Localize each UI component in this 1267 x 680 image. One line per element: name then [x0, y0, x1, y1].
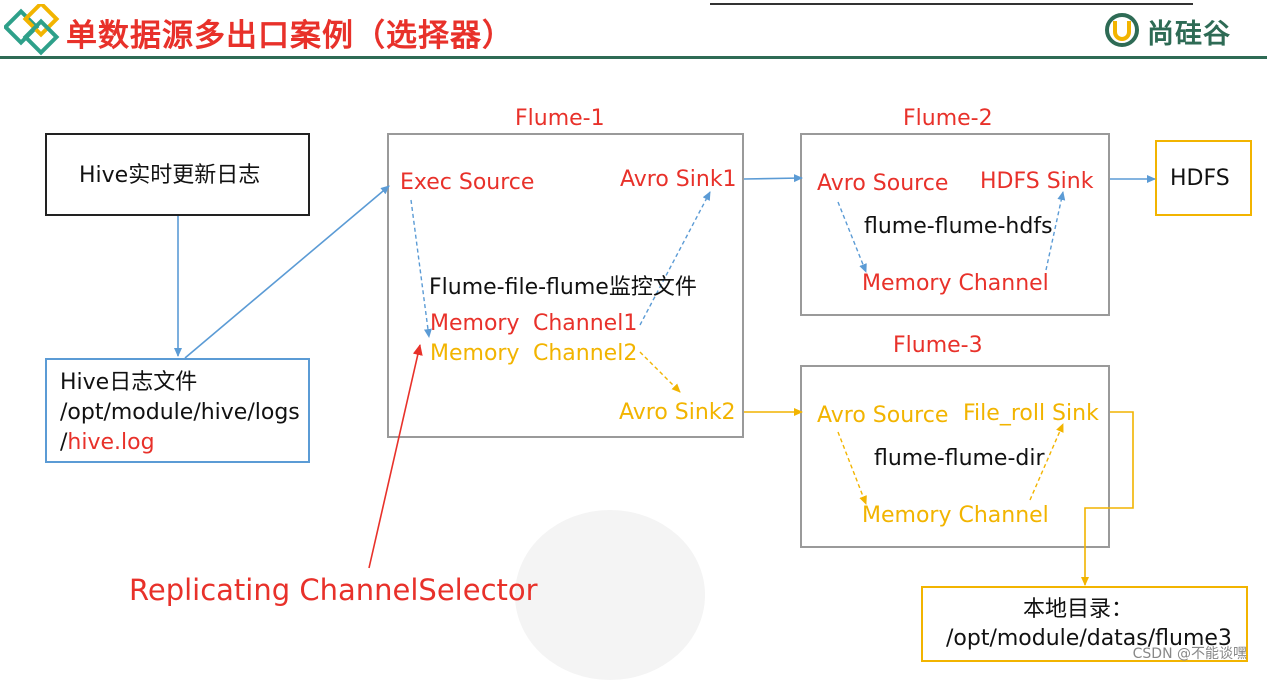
hive-realtime-box	[45, 133, 310, 216]
hive-logfile-file: /hive.log	[60, 432, 155, 454]
flume3-box	[800, 365, 1110, 548]
hive-log-filename: hive.log	[67, 430, 155, 455]
arrow-annotation-to-channels	[368, 344, 423, 569]
flume2-name: Flume-2	[903, 106, 993, 131]
arrow-flume3-to-local-dir	[1081, 411, 1134, 586]
hive-logfile-box	[45, 358, 310, 463]
diamond-logo-icon	[4, 4, 60, 56]
flume2-memory-channel: Memory Channel	[862, 271, 1049, 296]
page-title: 单数据源多出口案例（选择器）	[66, 18, 514, 54]
flume1-avro-sink1: Avro Sink1	[620, 167, 737, 192]
brand-logo-icon	[1105, 13, 1139, 47]
flume2-description: flume-flume-hdfs	[864, 214, 1053, 239]
flume1-name: Flume-1	[515, 106, 605, 131]
flume1-channel2-name: Channel2	[533, 341, 638, 366]
flume1-box	[387, 133, 744, 438]
hdfs-label: HDFS	[1170, 166, 1230, 191]
flume2-box	[800, 133, 1110, 316]
flume2-hdfs-sink: HDFS Sink	[980, 169, 1094, 194]
top-divider	[710, 3, 1193, 5]
header-divider	[0, 56, 1267, 59]
flume1-exec-source: Exec Source	[400, 170, 535, 195]
flume3-memory-channel: Memory Channel	[862, 503, 1049, 528]
arrow-exec-to-channel1	[410, 199, 432, 338]
flume1-channel1-name: Channel1	[533, 311, 638, 336]
flume1-channel1-memory: Memory	[430, 311, 520, 336]
csdn-watermark: CSDN @不能谈嘿	[1132, 646, 1247, 662]
background-watermark-shape	[515, 510, 705, 680]
local-dir-title: 本地目录：	[1023, 597, 1134, 622]
arrow-logfile-to-exec-source	[184, 185, 390, 359]
hive-logfile-slash: /	[60, 430, 68, 455]
hive-logfile-title: Hive日志文件	[60, 370, 198, 395]
flume3-description: flume-flume-dir	[874, 446, 1045, 471]
arrow-flume2-channel-to-sink	[1045, 191, 1066, 271]
arrow-channel1-to-avro-sink1	[639, 191, 711, 326]
arrow-flume3-source-to-channel	[837, 431, 867, 505]
replicating-selector-annotation: Replicating ChannelSelector	[129, 573, 538, 607]
flume3-name: Flume-3	[893, 333, 983, 358]
hive-logfile-path: /opt/module/hive/logs	[60, 400, 300, 425]
hdfs-box	[1155, 140, 1252, 216]
arrow-avro-sink1-to-flume2	[743, 174, 803, 183]
flume3-avro-source: Avro Source	[817, 403, 949, 428]
flume2-avro-source: Avro Source	[817, 171, 949, 196]
flume1-description: Flume-file-flume监控文件	[429, 275, 697, 300]
arrow-channel2-to-avro-sink2	[639, 351, 681, 393]
arrow-flume2-source-to-channel	[837, 201, 867, 273]
flume3-file-roll-sink: File_roll Sink	[963, 401, 1099, 426]
flume1-avro-sink2: Avro Sink2	[619, 400, 736, 425]
hive-realtime-label: Hive实时更新日志	[79, 163, 261, 188]
local-dir-box	[921, 586, 1248, 662]
brand-logo-text: 尚硅谷	[1147, 19, 1231, 50]
local-dir-path: /opt/module/datas/flume3	[946, 626, 1232, 651]
flume1-channel2-memory: Memory	[430, 341, 520, 366]
